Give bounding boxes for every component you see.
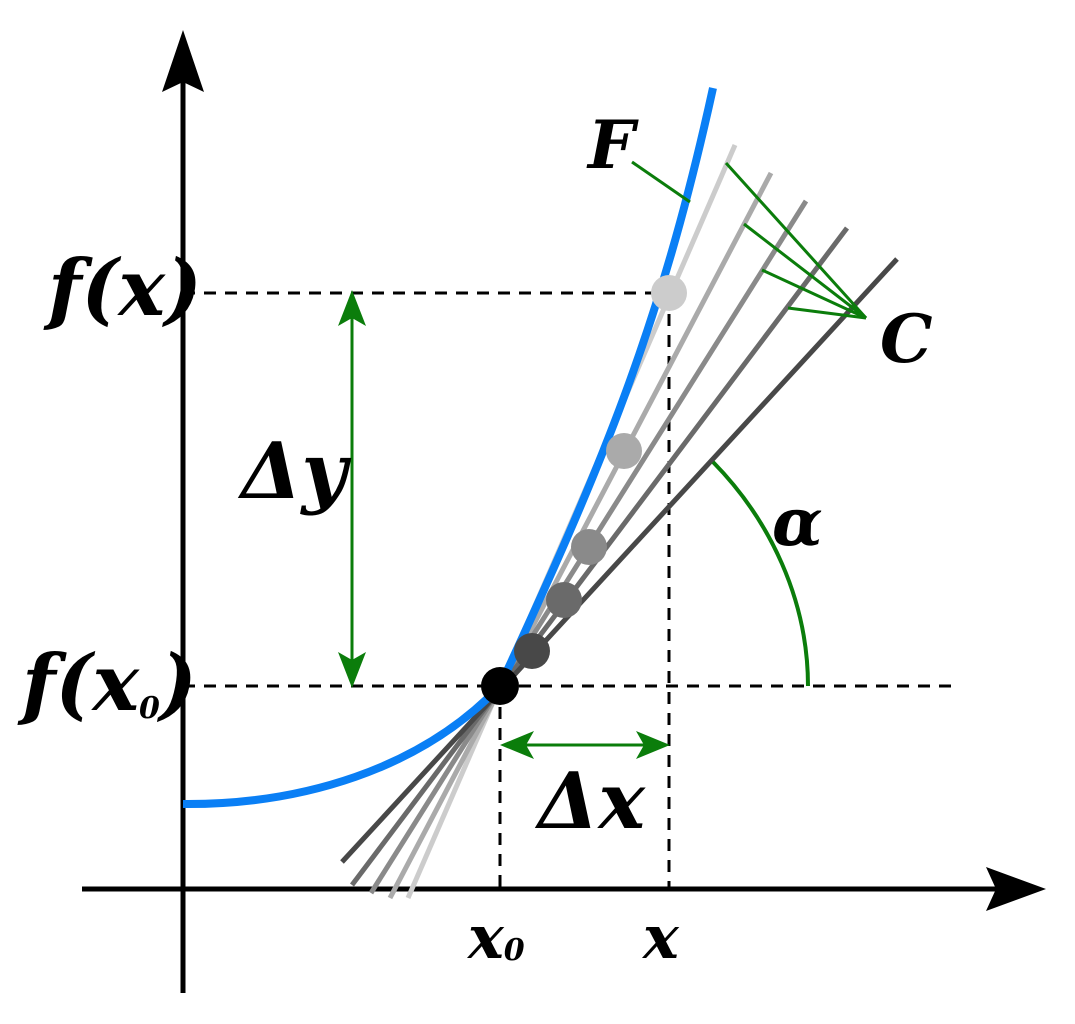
y-axis-arrowhead (162, 30, 204, 92)
label-C: C (880, 300, 933, 378)
delta-y-arrowhead-bottom (338, 652, 366, 688)
label-F: F (586, 106, 639, 184)
label-delta-y: Δy (237, 426, 352, 517)
point-secant-4 (546, 582, 582, 618)
C-leader-line-1 (724, 161, 868, 320)
point-x0-fx0 (481, 667, 519, 705)
C-leader-line-4 (787, 306, 867, 320)
label-fx: f(x) (43, 243, 202, 334)
curve-points (481, 275, 687, 705)
label-alpha: α (772, 483, 823, 561)
annotations (350, 160, 868, 747)
label-fx0-prefix: f(x (17, 638, 140, 729)
F-leader-line (631, 160, 691, 204)
point-x-fx (651, 275, 687, 311)
delta-x-arrowhead-right (636, 731, 670, 759)
label-fx0: f(x0) (17, 638, 197, 729)
secant-line-5 (340, 257, 899, 864)
x-axis-arrowhead (986, 867, 1046, 911)
label-fx0-suffix: ) (157, 638, 197, 729)
delta-x-arrowhead-left (500, 731, 534, 759)
function-curve (182, 87, 717, 809)
label-delta-x: Δx (534, 756, 647, 847)
point-secant-2 (606, 433, 642, 469)
delta-y-arrowhead-top (338, 290, 366, 326)
label-fx0-subscript: 0 (139, 691, 160, 726)
label-x0-subscript: 0 (504, 933, 525, 968)
point-secant-3 (571, 529, 607, 565)
alpha-angle-arc (711, 460, 810, 687)
point-secant-5 (514, 633, 550, 669)
axes (82, 30, 1046, 993)
label-x: x (641, 903, 680, 973)
annotation-arrowheads (338, 290, 670, 759)
C-leader-line-2 (743, 222, 867, 320)
label-x0-main: x (466, 903, 505, 973)
label-x0: x0 (466, 903, 525, 973)
C-leader-line-3 (761, 268, 867, 320)
guide-lines (183, 291, 960, 889)
